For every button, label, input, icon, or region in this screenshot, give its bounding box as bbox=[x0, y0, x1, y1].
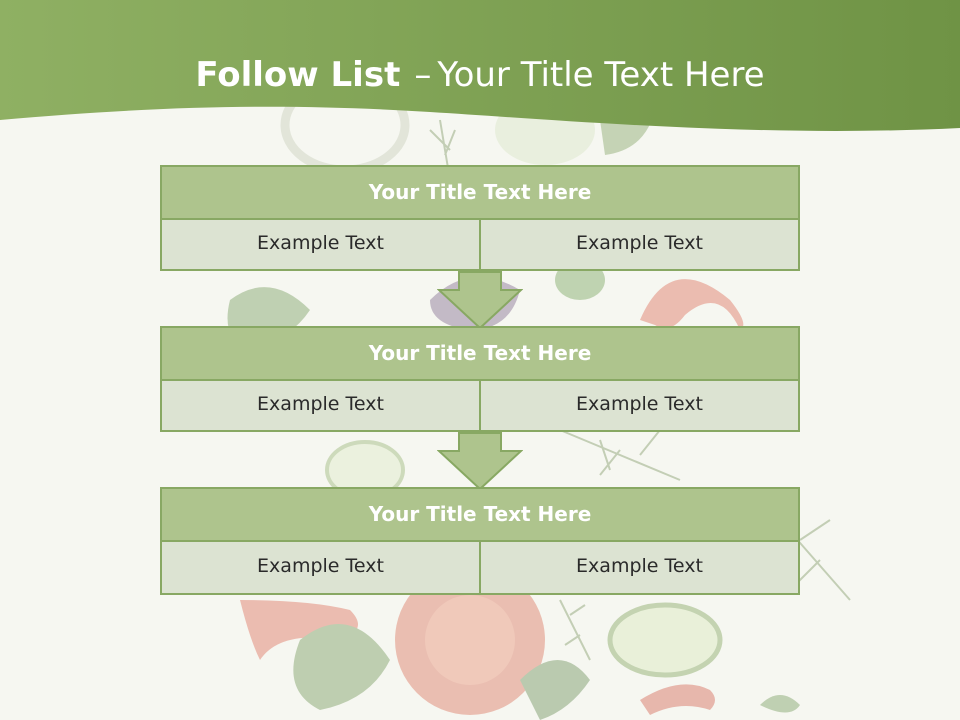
flow-block-row: Example Text Example Text bbox=[160, 542, 800, 595]
flow-block-cell: Example Text bbox=[479, 381, 798, 430]
flow-block-title: Your Title Text Here bbox=[160, 165, 800, 220]
flow-block-row: Example Text Example Text bbox=[160, 381, 800, 432]
slide-title-rest: Your Title Text Here bbox=[437, 55, 765, 95]
slide-title: Follow List–Your Title Text Here bbox=[0, 50, 960, 100]
flow-block-3: Your Title Text Here Example Text Exampl… bbox=[160, 487, 800, 595]
flow-block-title: Your Title Text Here bbox=[160, 487, 800, 542]
slide-title-dash: – bbox=[414, 55, 432, 95]
flow-block-title: Your Title Text Here bbox=[160, 326, 800, 381]
flow-block-1: Your Title Text Here Example Text Exampl… bbox=[160, 165, 800, 271]
flow-block-cell: Example Text bbox=[479, 220, 798, 269]
down-arrow-icon bbox=[437, 271, 523, 330]
flow-block-cell: Example Text bbox=[257, 393, 384, 415]
flow-block-cell: Example Text bbox=[257, 555, 384, 577]
down-arrow-icon bbox=[437, 432, 523, 491]
flow-block-cell: Example Text bbox=[479, 542, 798, 593]
flow-block-cell: Example Text bbox=[257, 232, 384, 254]
flow-block-2: Your Title Text Here Example Text Exampl… bbox=[160, 326, 800, 432]
header-band bbox=[0, 0, 960, 131]
flow-block-row: Example Text Example Text bbox=[160, 220, 800, 271]
slide-title-bold: Follow List bbox=[195, 55, 401, 95]
